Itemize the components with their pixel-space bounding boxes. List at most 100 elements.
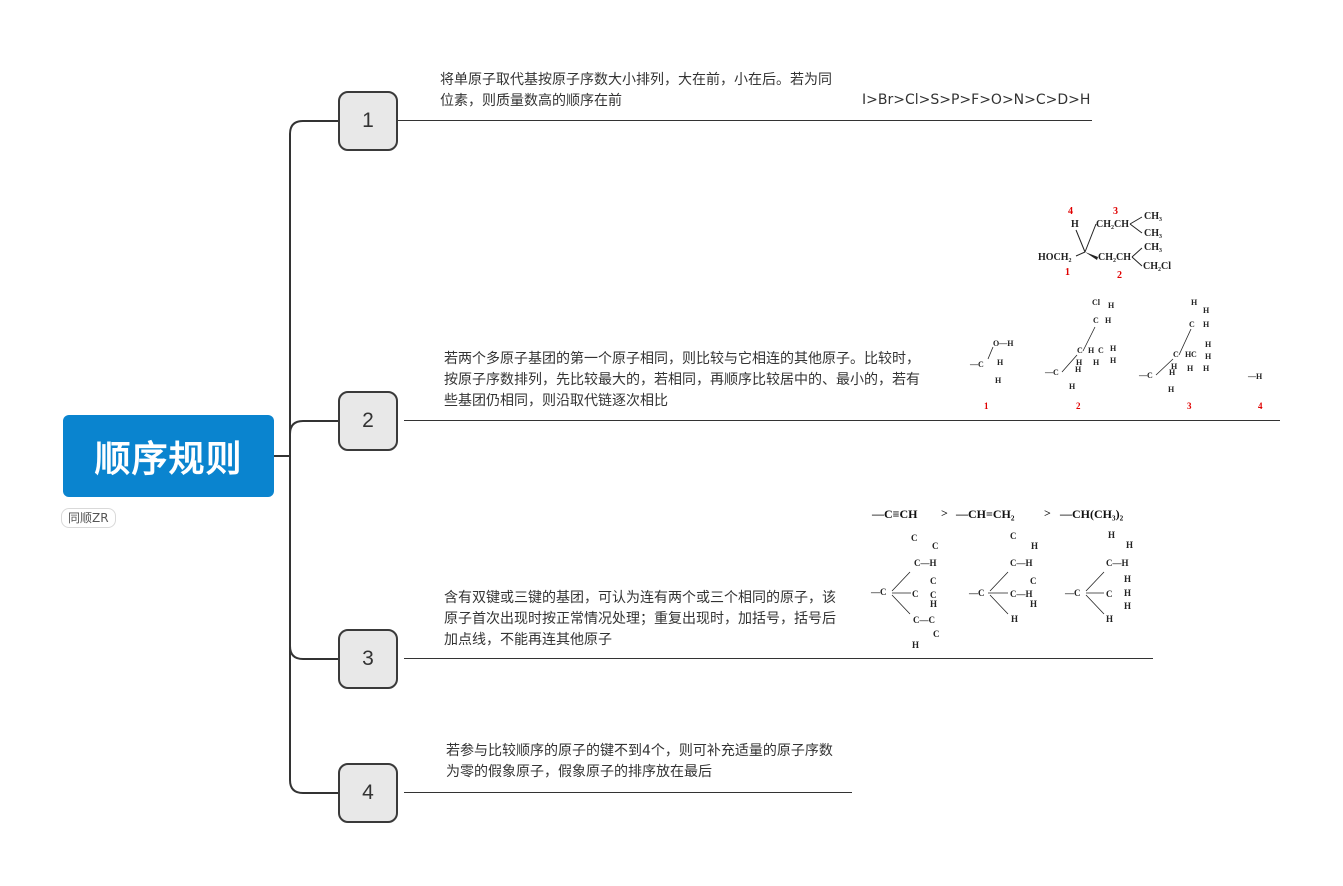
svg-text:H: H [1093,358,1100,367]
group-alkyne: —C≡CH [871,507,918,521]
svg-text:C: C [1098,346,1104,355]
svg-text:—H: —H [1247,372,1263,381]
svg-text:H: H [1205,352,1212,361]
svg-text:H: H [1126,540,1133,550]
group-h: H [1071,219,1079,230]
gt-1: > [941,506,948,520]
gt-2: > [1044,506,1051,520]
svg-text:H: H [930,599,937,609]
group-ch3-a: CH₃ [1144,211,1162,222]
svg-text:C: C [1093,316,1099,325]
svg-text:C: C [1189,320,1195,329]
svg-text:C—C: C—C [913,615,935,625]
group-ch2ch-top: CH₂CH [1096,219,1129,230]
svg-text:H: H [1191,298,1198,307]
group-hoch2: HOCH₂ [1038,252,1072,263]
group-ch3-b: CH₃ [1144,228,1162,239]
svg-text:—C: —C [1064,588,1081,598]
svg-text:H: H [1203,364,1210,373]
topic-1-number[interactable]: 1 [338,91,398,151]
svg-text:H: H [1169,368,1176,377]
svg-text:C: C [930,576,937,586]
svg-text:H: H [1031,541,1038,551]
svg-text:H: H [1203,320,1210,329]
topic-1-text: 将单原子取代基按原子序数大小排列，大在前，小在后。若为同位素，则质量数高的顺序在… [440,72,832,109]
topic-3-number[interactable]: 3 [338,629,398,689]
topic-2-text: 若两个多原子基团的第一个原子相同，则比较与它相连的其他原子。比较时，按原子序数排… [444,351,920,409]
svg-text:C—H: C—H [1106,558,1129,568]
author-badge: 同顺ZR [61,508,116,528]
svg-text:H: H [997,358,1004,367]
svg-text:H: H [1030,599,1037,609]
svg-text:H: H [1203,306,1210,315]
group-label-1: 1 [984,401,989,411]
svg-text:C: C [1173,350,1179,359]
svg-text:H: H [912,640,919,650]
group-alkene: —CH=CH₂ [955,507,1015,521]
group-label-4: 4 [1258,401,1263,411]
svg-text:—C: —C [969,360,984,369]
svg-text:C: C [930,590,937,600]
label-2: 2 [1117,270,1122,281]
svg-text:—C: —C [870,587,887,597]
topic-2-underline [404,420,1280,421]
svg-text:H: H [1124,588,1131,598]
svg-text:—C: —C [968,588,985,598]
topic-4-text: 若参与比较顺序的原子的键不到4个，则可补充适量的原子序数为零的假象原子，假象原子… [446,743,833,780]
svg-text:C: C [1191,350,1197,359]
svg-text:C: C [1030,576,1037,586]
topic-3-underline [404,658,1153,659]
svg-text:H: H [1124,574,1131,584]
topic-4-number[interactable]: 4 [338,763,398,823]
label-4: 4 [1068,206,1073,217]
chiral-center-structure: 4 H 3 CH₂CH CH₃ CH₃ HOCH₂ 1 CH₂CH CH₃ CH… [1038,206,1171,281]
svg-text:H: H [1108,301,1115,310]
svg-text:H: H [1168,385,1175,394]
svg-text:C: C [912,589,919,599]
svg-text:C: C [1106,589,1113,599]
svg-text:H: H [1110,344,1117,353]
group-label-2: 2 [1076,401,1081,411]
svg-text:C—H: C—H [1010,589,1033,599]
svg-text:H: H [1106,614,1113,624]
svg-text:H: H [1011,614,1018,624]
svg-text:H: H [1075,365,1082,374]
svg-text:H: H [1108,530,1115,540]
svg-text:C: C [1077,346,1083,355]
svg-text:H: H [1076,358,1083,367]
svg-text:—C: —C [1044,368,1059,377]
svg-text:H: H [1105,316,1112,325]
svg-text:H: H [1171,362,1178,371]
svg-text:C—H: C—H [1010,558,1033,568]
svg-text:H: H [1205,340,1212,349]
svg-text:Cl: Cl [1092,298,1101,307]
topic-2-number[interactable]: 2 [338,391,398,451]
label-1: 1 [1065,267,1070,278]
svg-text:H: H [1088,346,1095,355]
svg-text:H: H [1185,350,1192,359]
svg-text:—C: —C [1138,371,1153,380]
svg-text:C: C [933,629,940,639]
group-ch3-c: CH₃ [1144,242,1162,253]
group-isopropyl: —CH(CH₃)₂ [1059,507,1124,521]
svg-text:C: C [932,541,939,551]
topic-3-text: 含有双键或三键的基团，可认为连有两个或三个相同的原子，该原子首次出现时按正常情况… [444,590,836,648]
root-topic[interactable]: 顺序规则 [63,415,274,497]
label-3: 3 [1113,206,1118,217]
svg-text:O—H: O—H [993,339,1014,348]
topic-4-underline [404,792,852,793]
group-ch2ch-bottom: CH₂CH [1098,252,1131,263]
svg-text:H: H [1124,601,1131,611]
svg-text:H: H [995,376,1002,385]
unsaturated-groups-figure: —C≡CH > —CH=CH₂ > —CH(CH₃)₂ —C CCC—H CCC… [870,506,1133,650]
svg-text:H: H [1110,356,1117,365]
atomic-order: I>Br>Cl>S>P>F>O>N>C>D>H [862,92,1091,108]
svg-text:C: C [911,533,918,543]
group-ch2cl: CH₂Cl [1143,261,1171,272]
group-label-3: 3 [1187,401,1192,411]
topic-1-underline [398,120,1092,121]
svg-text:H: H [1187,364,1194,373]
svg-text:C: C [1010,531,1017,541]
